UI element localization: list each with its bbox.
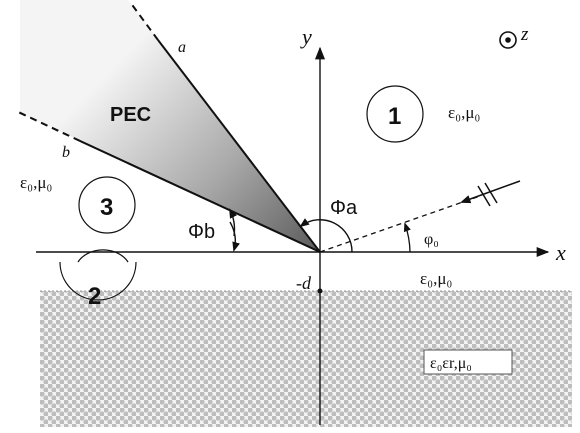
pec-face-b-redraw xyxy=(79,140,321,253)
depth-marker-dot xyxy=(317,288,323,294)
phi-0-label: φ₀ xyxy=(424,231,439,248)
z-out-of-page-icon xyxy=(499,31,517,49)
region-2-label: 2 xyxy=(88,283,101,310)
region-3-circle xyxy=(78,176,136,234)
edge-b-label: b xyxy=(62,144,70,161)
wave-tick-2 xyxy=(484,182,498,204)
edge-a-label: a xyxy=(178,39,186,56)
phi-a-label: Φa xyxy=(330,197,358,219)
pec-face-a xyxy=(157,39,321,253)
phi-b-arc-down xyxy=(229,221,240,252)
incident-ray-arrow xyxy=(460,180,521,204)
phi-b-arc-up xyxy=(229,208,238,237)
substrate-label-box xyxy=(423,349,513,375)
phi-0-arc xyxy=(403,222,411,253)
region-3-label: 3 xyxy=(100,194,113,221)
depth-d-label: -d xyxy=(296,273,312,293)
z-axis-label: z xyxy=(520,24,529,45)
region-1-circle xyxy=(366,85,424,143)
phi-b-label: Φb xyxy=(188,221,215,243)
z-dot xyxy=(505,37,511,43)
pec-face-a-dashed xyxy=(129,1,159,41)
medium-x-label: ε₀,μ₀ xyxy=(420,269,452,288)
phi-a-arc xyxy=(299,218,353,253)
incident-ray xyxy=(319,195,481,253)
region-1-label: 1 xyxy=(388,103,401,130)
pec-wedge xyxy=(18,0,320,252)
region-2-circle-top xyxy=(77,249,129,263)
region-2-circle xyxy=(59,261,137,301)
medium-3-label: ε₀,μ₀ xyxy=(20,173,52,192)
pec-label: PEC xyxy=(110,104,151,126)
medium-1-label: ε₀,μ₀ xyxy=(448,103,480,122)
y-axis-label: y xyxy=(300,24,312,49)
wave-tick-1 xyxy=(477,185,491,207)
outside-mask xyxy=(0,111,320,252)
medium-substrate-label: ε₀εr,μ₀ xyxy=(430,355,472,372)
x-axis-label: x xyxy=(555,240,566,265)
